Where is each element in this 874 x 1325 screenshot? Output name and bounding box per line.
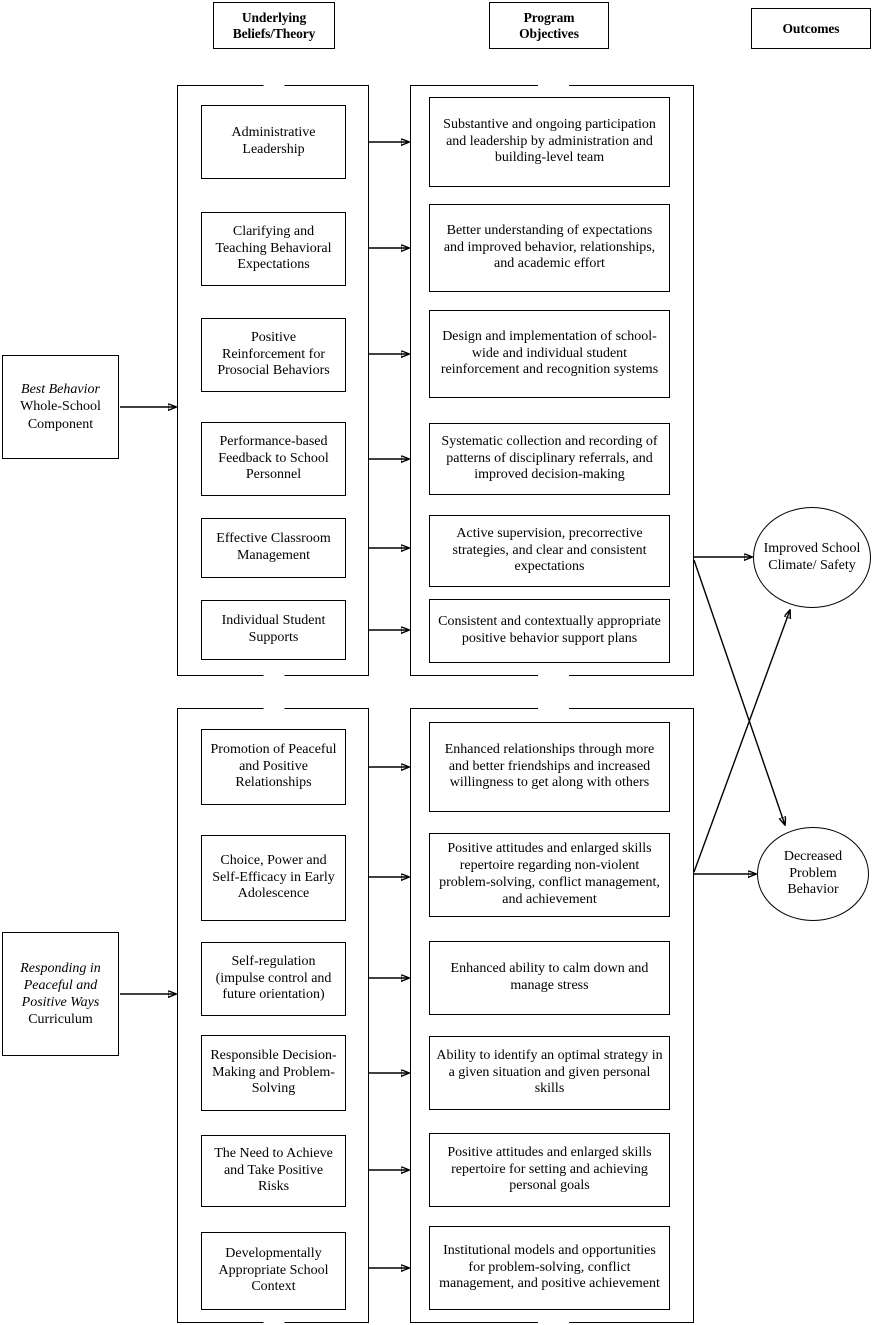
beliefs-container-rippw [177,708,369,1323]
header-line-2: Objectives [519,25,579,41]
belief-card: Responsible Decision-Making and Problem-… [201,1035,346,1111]
objective-card: Substantive and ongoing participation an… [429,97,670,187]
objective-card: Enhanced relationships through more and … [429,722,670,812]
belief-label: Developmentally Appropriate School Conte… [218,1245,329,1295]
objective-label: Positive attitudes and enlarged skills r… [439,841,660,907]
objective-card: Consistent and contextually appropriate … [429,599,670,663]
belief-card: Choice, Power and Self-Efficacy in Early… [201,835,346,921]
belief-card: Developmentally Appropriate School Conte… [201,1232,346,1310]
program-title-italic: Best Behavior [21,382,100,398]
objective-label: Design and implementation of school-wide… [440,328,659,378]
outcome-label: Decreased Problem Behavior [783,848,843,898]
objective-label: Positive attitudes and enlarged skills r… [447,1144,652,1194]
belief-label: Administrative Leadership [231,125,316,157]
column-header-outcomes: Outcomes [751,8,871,49]
outcome-label: Improved School Climate/ Safety [763,540,861,573]
belief-card: Performance-based Feedback to School Per… [201,422,346,496]
column-header-program-objectives: Program Objectives [489,2,609,49]
belief-label: Individual Student Supports [221,613,326,645]
belief-card: Promotion of Peaceful and Positive Relat… [201,729,346,805]
objective-label: Better understanding of expectations and… [443,222,656,272]
objective-label: Ability to identify an optimal strategy … [436,1047,663,1097]
belief-label: Promotion of Peaceful and Positive Relat… [210,741,337,791]
objective-card: Positive attitudes and enlarged skills r… [429,1133,670,1207]
outcome-decreased-problem-behavior: Decreased Problem Behavior [757,827,869,921]
belief-card: Administrative Leadership [201,105,346,179]
objective-label: Systematic collection and recording of p… [441,433,658,483]
belief-label: Positive Reinforcement for Prosocial Beh… [217,329,330,379]
objective-card: Positive attitudes and enlarged skills r… [429,833,670,917]
belief-label: The Need to Achieve and Take Positive Ri… [214,1145,333,1195]
belief-card: Positive Reinforcement for Prosocial Beh… [201,318,346,392]
objective-label: Consistent and contextually appropriate … [438,614,661,646]
beliefs-container-best-behavior [177,85,369,676]
outcome-improved-school-climate-safety: Improved School Climate/ Safety [753,507,871,608]
program-title-rest: Curriculum [28,1012,93,1028]
program-box-responding-in-peaceful-and-positive-ways: Responding in Peaceful and Positive Ways… [2,932,119,1056]
belief-label: Choice, Power and Self-Efficacy in Early… [212,852,335,902]
objective-card: Design and implementation of school-wide… [429,310,670,398]
column-header-underlying-beliefs: Underlying Beliefs/Theory [213,2,335,49]
belief-card: The Need to Achieve and Take Positive Ri… [201,1135,346,1207]
belief-card: Self-regulation (impulse control and fut… [201,942,346,1016]
objective-card: Systematic collection and recording of p… [429,423,670,495]
objective-card: Active supervision, precorrective strate… [429,515,670,587]
belief-label: Responsible Decision-Making and Problem-… [210,1047,337,1097]
belief-label: Clarifying and Teaching Behavioral Expec… [215,223,332,273]
objective-label: Enhanced relationships through more and … [444,741,655,791]
objective-label: Enhanced ability to calm down and manage… [450,961,649,993]
header-line-1: Outcomes [782,20,840,36]
belief-card: Effective Classroom Management [201,518,346,578]
header-line-2: Beliefs/Theory [232,25,316,41]
objective-card: Enhanced ability to calm down and manage… [429,941,670,1015]
program-title-rest: Whole-School Component [20,399,101,432]
belief-card: Individual Student Supports [201,600,346,660]
program-title-italic: Responding in Peaceful and Positive Ways [20,960,101,1010]
objective-card: Better understanding of expectations and… [429,204,670,292]
objective-label: Institutional models and opportunities f… [439,1242,660,1292]
objective-card: Ability to identify an optimal strategy … [429,1036,670,1110]
objective-label: Active supervision, precorrective strate… [452,525,647,575]
objectives-container-rippw [410,708,694,1323]
program-box-best-behavior: Best Behavior Whole-School Component [2,355,119,459]
header-line-1: Program [523,9,575,25]
objective-label: Substantive and ongoing participation an… [443,116,656,166]
header-line-1: Underlying [241,9,307,25]
belief-label: Effective Classroom Management [216,531,331,563]
belief-card: Clarifying and Teaching Behavioral Expec… [201,212,346,286]
objectives-container-best-behavior [410,85,694,676]
belief-label: Performance-based Feedback to School Per… [218,433,329,483]
objective-card: Institutional models and opportunities f… [429,1226,670,1310]
belief-label: Self-regulation (impulse control and fut… [215,953,332,1003]
